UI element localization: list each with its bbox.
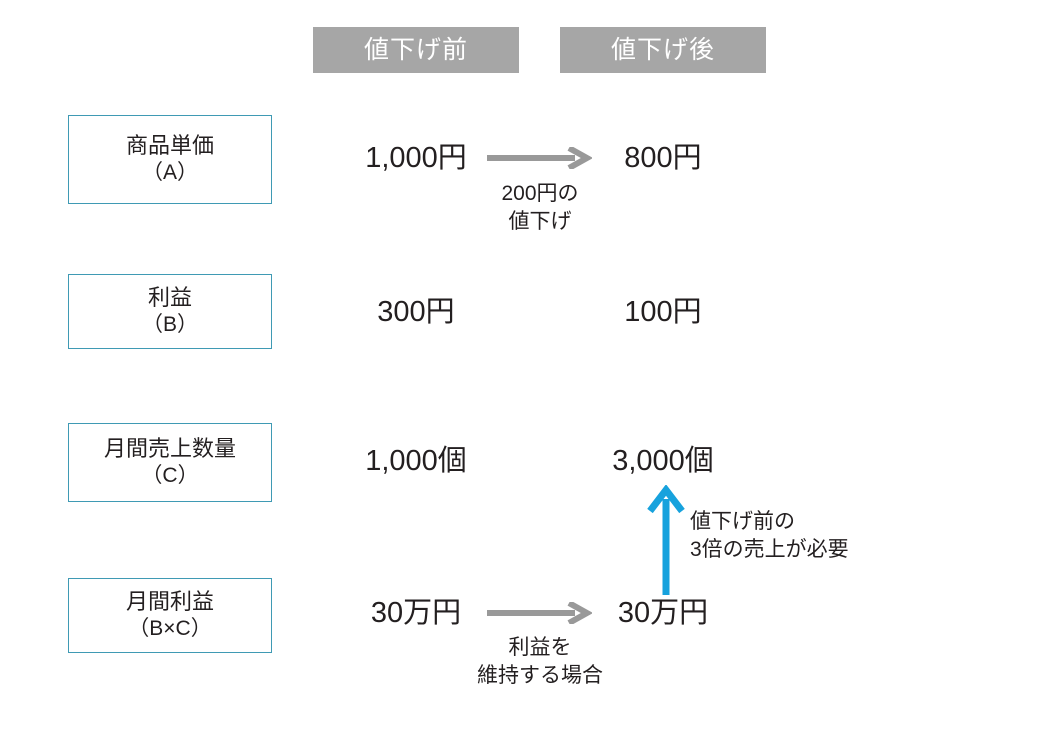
- gray-right-arrow-icon: [487, 600, 594, 626]
- value-profit-before: 300円: [377, 296, 455, 328]
- caption-line-1: 200円の: [501, 182, 579, 205]
- row-label-sub: （B×C）: [128, 617, 212, 641]
- value-monthly-volume-before: 1,000個: [365, 445, 467, 477]
- row-label-box-profit: 利益 （B）: [68, 274, 272, 349]
- value-unit-price-after: 800円: [624, 142, 702, 174]
- row-label-box-monthly-profit: 月間利益 （B×C）: [68, 578, 272, 653]
- gray-right-arrow-icon: [487, 145, 594, 171]
- row-label-box-unit-price: 商品単価 （A）: [68, 115, 272, 204]
- caption-line-1: 利益を: [508, 636, 572, 659]
- value-profit-after: 100円: [624, 296, 702, 328]
- value-monthly-volume-after: 3,000個: [612, 445, 714, 477]
- value-unit-price-before: 1,000円: [365, 142, 467, 174]
- row-label-box-monthly-volume: 月間売上数量 （C）: [68, 423, 272, 502]
- value-monthly-profit-before: 30万円: [370, 597, 462, 629]
- caption-triple-sales-needed: 値下げ前の 3倍の売上が必要: [690, 508, 849, 565]
- caption-line-2: 3倍の売上が必要: [690, 538, 849, 562]
- row-label-main: 商品単価: [125, 132, 214, 158]
- row-label-sub: （A）: [141, 161, 198, 185]
- row-label-main: 月間利益: [125, 588, 214, 614]
- column-header-after: 値下げ後: [560, 27, 766, 73]
- blue-up-arrow-icon: [645, 484, 687, 595]
- caption-line-1: 値下げ前の: [690, 510, 795, 533]
- caption-price-reduction: 200円の 値下げ: [440, 180, 640, 235]
- row-label-main: 利益: [147, 284, 192, 310]
- value-monthly-profit-after: 30万円: [617, 597, 709, 629]
- caption-line-2: 維持する場合: [477, 663, 603, 687]
- row-label-sub: （C）: [141, 464, 199, 488]
- caption-maintain-profit: 利益を 維持する場合: [440, 634, 640, 689]
- row-label-main: 月間売上数量: [103, 435, 236, 461]
- column-header-before: 値下げ前: [313, 27, 519, 73]
- row-label-sub: （B）: [141, 313, 198, 337]
- caption-line-2: 値下げ: [508, 209, 572, 233]
